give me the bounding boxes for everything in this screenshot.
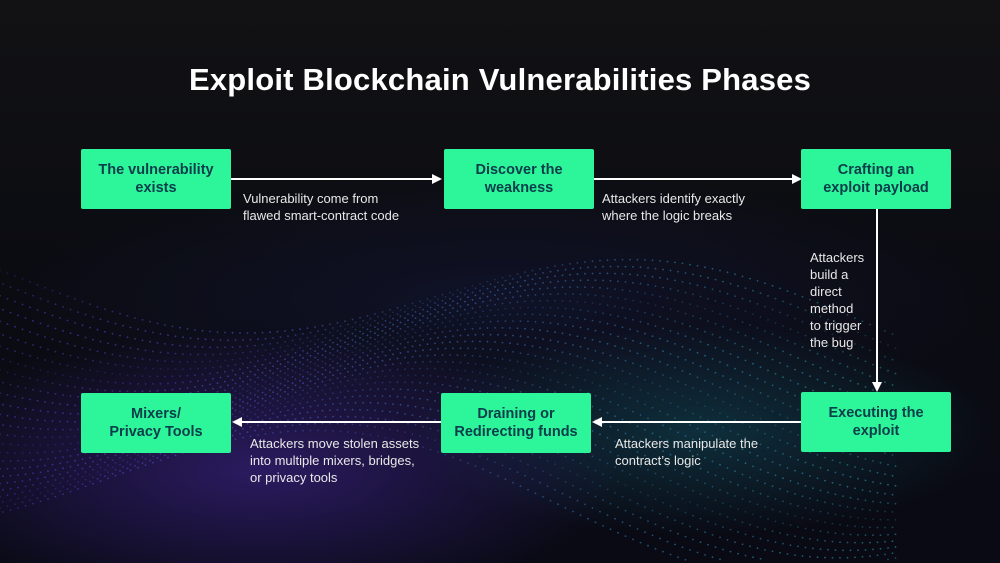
node-draining-funds: Draining or Redirecting funds [441,393,591,453]
node-vulnerability-exists: The vulnerability exists [81,149,231,209]
node-label: Executing the exploit [828,405,924,439]
node-label: Discover the weakness [475,162,563,196]
edge-label-4: Attackers manipulate the contract’s logi… [615,436,759,468]
edge-label-3: Attackers build a direct method to trigg… [810,250,865,350]
node-label: Draining or Redirecting funds [454,406,578,440]
node-crafting-payload: Crafting an exploit payload [801,149,951,209]
node-label: Crafting an exploit payload [823,162,929,196]
node-mixers-privacy-tools: Mixers/ Privacy Tools [81,393,231,453]
node-discover-weakness: Discover the weakness [444,149,594,209]
edge-label-1: Vulnerability come from flawed smart-con… [243,191,400,223]
page-title: Exploit Blockchain Vulnerabilities Phase… [188,62,812,97]
node-label: The vulnerability exists [98,162,214,196]
edge-label-2: Attackers identify exactly where the log… [602,191,746,223]
node-label: Mixers/ Privacy Tools [109,406,203,440]
node-executing-exploit: Executing the exploit [801,392,951,452]
edge-label-5: Attackers move stolen assets into multip… [250,436,420,485]
